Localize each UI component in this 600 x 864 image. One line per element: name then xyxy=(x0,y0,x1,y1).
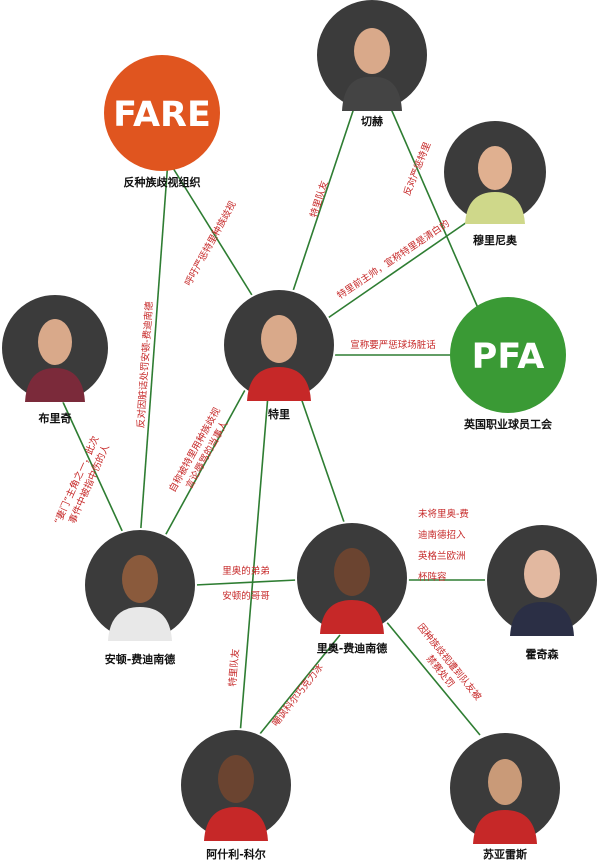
edge-bridge-anton xyxy=(61,399,131,549)
label-terry-cole: 特里队友 xyxy=(226,648,241,687)
label-mourinho-terry: 特里前主帅，宣称特里是清白的 xyxy=(335,217,452,301)
pfa-node: PFA 英国职业球员工会 xyxy=(450,297,566,431)
terry-label: 特里 xyxy=(268,407,290,421)
mourinho-label: 穆里尼奥 xyxy=(473,233,518,247)
pfa-logo-text: PFA xyxy=(472,337,545,377)
pfa-logo xyxy=(450,297,566,413)
label-anton-rio-top: 里奥的弟弟 xyxy=(222,565,270,577)
edge-mourinho-terry xyxy=(324,219,471,321)
suarez-label: 苏亚雷斯 xyxy=(483,847,527,861)
label-terry-anton: 自称被特里用种族歧视 言论辱骂的当事人 xyxy=(166,403,235,501)
cole-node: 阿什利-科尔 xyxy=(179,728,293,861)
anton-label: 安顿-费迪南德 xyxy=(105,652,176,666)
label-fare-terry: 呼吁严惩特里种族歧视 xyxy=(182,199,239,288)
fare-node: FARE 反种族歧视组织 xyxy=(104,55,220,189)
fare-label: 反种族歧视组织 xyxy=(124,175,201,189)
label-cech-terry: 特里队友 xyxy=(308,179,331,219)
hodgson-node: 霍奇森 xyxy=(485,523,599,661)
edge-anton-rio xyxy=(194,579,298,586)
cole-label: 阿什利-科尔 xyxy=(206,847,266,861)
edges xyxy=(61,94,488,741)
label-cech-pfa: 反对严惩特里 xyxy=(401,140,433,197)
edge-fare-terry xyxy=(167,159,256,301)
edge-terry-anton xyxy=(159,389,246,546)
label-rio-cole: 嘲讽科尔巧克力冰 xyxy=(270,661,327,729)
rio-label: 里奥-费迪南德 xyxy=(317,641,388,655)
edge-terry-cole xyxy=(239,394,269,736)
fare-logo-text: FARE xyxy=(113,95,211,135)
edge-fare-anton xyxy=(139,159,169,541)
cech-node: 切赫 photo xyxy=(315,0,429,128)
label-terry-pfa: 宣称要严惩球场脏话 xyxy=(350,339,436,351)
cech-label: 切赫 xyxy=(361,114,383,128)
anton-node: 安顿-费迪南德 xyxy=(83,528,197,666)
bridge-node: 布里奇 xyxy=(0,293,110,425)
label-hodgson-note: 未将里奥-费 迪南德招入 英格兰欧洲 杯阵容 xyxy=(418,508,472,583)
edge-cech-pfa xyxy=(384,94,479,309)
hodgson-label: 霍奇森 xyxy=(526,647,560,661)
label-anton-rio-bottom: 安顿的哥哥 xyxy=(222,590,270,602)
edge-rio-cole xyxy=(254,634,341,741)
bridge-label: 布里奇 xyxy=(39,411,72,425)
pfa-label: 英国职业球员工会 xyxy=(463,417,553,431)
terry-node: 特里 xyxy=(222,288,336,421)
edge-rio-suarez xyxy=(384,619,481,736)
edge-terry-rio xyxy=(299,394,346,526)
label-rio-suarez: 因种族歧视遭到队友被 禁赛处罚 xyxy=(405,621,486,713)
suarez-node: 苏亚雷斯 xyxy=(448,731,562,861)
mourinho-node: 穆里尼奥 xyxy=(442,119,548,247)
edge-cech-terry xyxy=(289,104,356,301)
fare-logo xyxy=(104,55,220,171)
rio-node: 里奥-费迪南德 xyxy=(295,521,409,655)
